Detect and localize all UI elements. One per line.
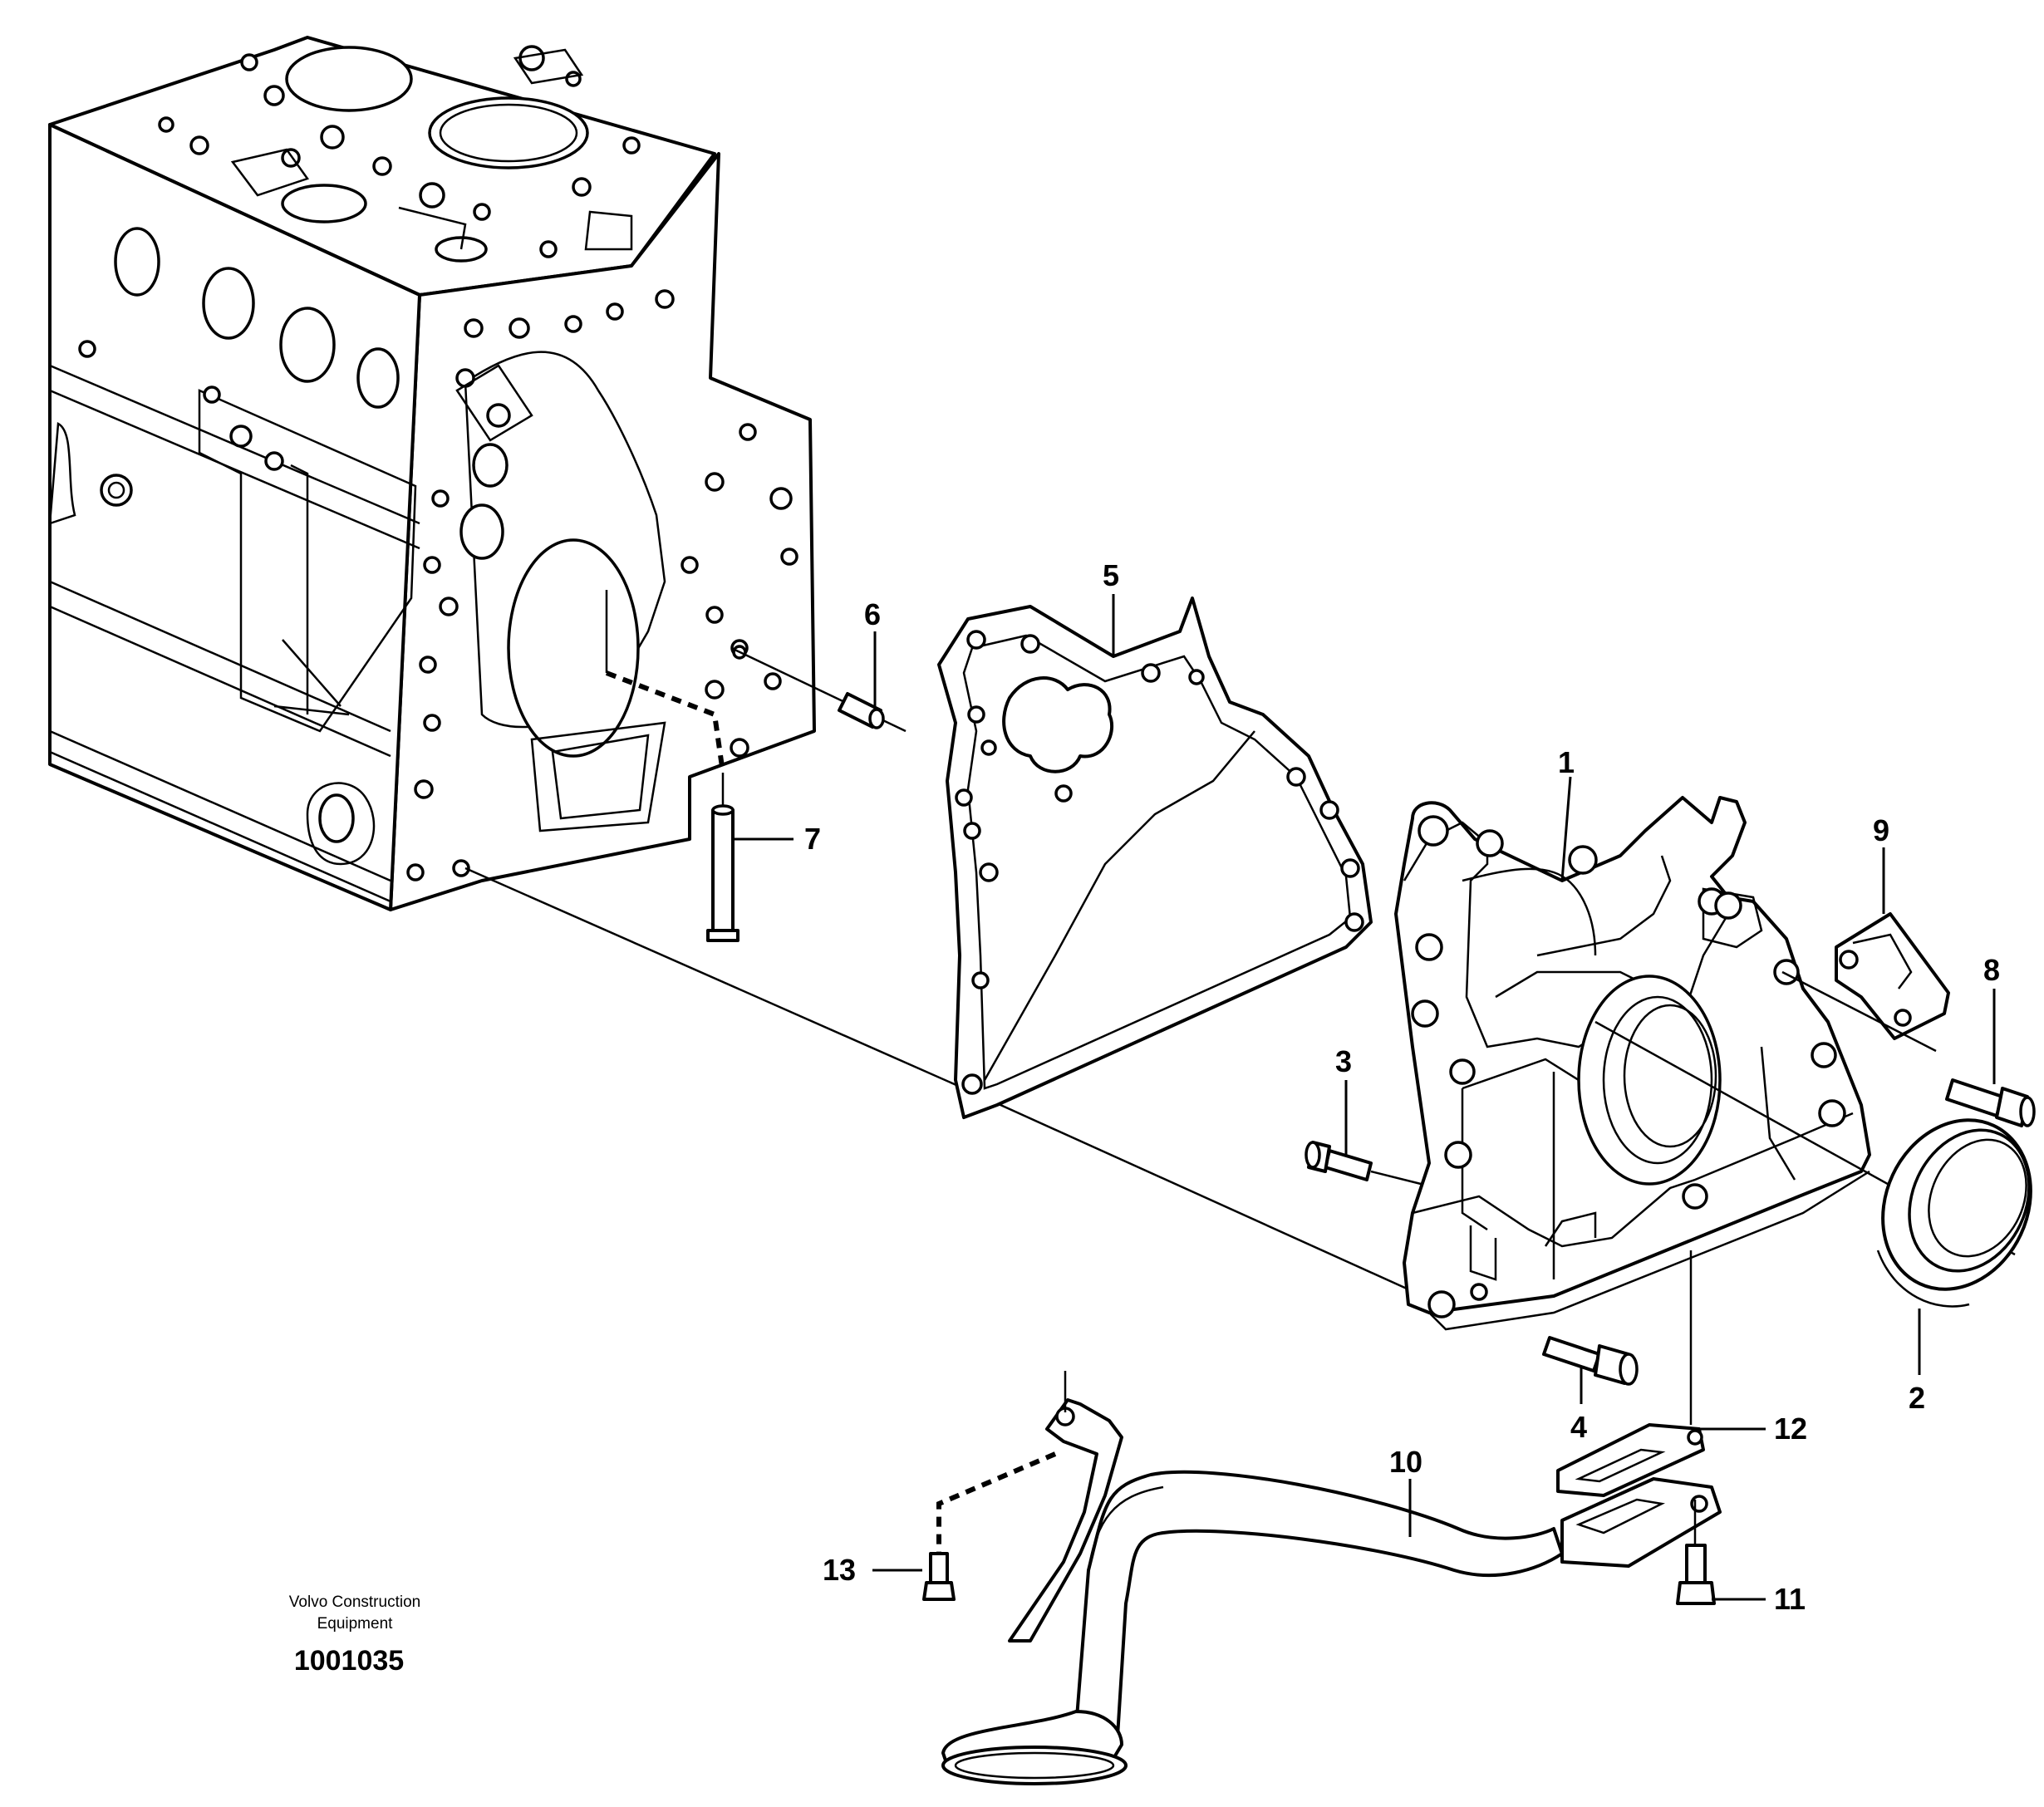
cylinder-bore	[285, 46, 413, 112]
callout-5: 5	[1103, 558, 1119, 592]
callouts: 1 2 3 4 5 6 7 8 9 10 11 12 13	[731, 558, 2000, 1616]
callout-6: 6	[864, 597, 881, 631]
engine-block	[48, 36, 816, 911]
flange-screw	[1945, 1078, 2036, 1127]
cylinder-bore	[428, 96, 589, 169]
screw-short	[1305, 1141, 1422, 1186]
document-number: 1001035	[294, 1645, 404, 1677]
callout-3: 3	[1335, 1044, 1352, 1078]
callout-11: 11	[1774, 1582, 1806, 1616]
bracket-screw	[922, 1552, 956, 1601]
assembly-line	[464, 867, 965, 1090]
timing-cover	[1394, 796, 1871, 1331]
caption-line-2: Equipment	[317, 1615, 394, 1633]
callout-13: 13	[823, 1553, 856, 1587]
callout-2: 2	[1909, 1381, 1925, 1415]
publisher-caption: Volvo Construction Equipment 1001035	[289, 1593, 420, 1677]
callout-8: 8	[1983, 953, 2000, 987]
callout-1: 1	[1558, 745, 1575, 779]
screw-long	[1542, 1336, 1639, 1386]
hidden-line	[936, 1451, 1057, 1562]
crankshaft-bore	[507, 538, 640, 758]
callout-4: 4	[1570, 1410, 1587, 1444]
gasket	[937, 597, 1373, 1119]
bracket-plate	[1835, 912, 1950, 1040]
hidden-line	[605, 670, 725, 773]
seal-bore	[1577, 975, 1722, 1186]
caption-line-1: Volvo Construction	[289, 1593, 420, 1611]
callout-12: 12	[1774, 1412, 1807, 1446]
oil-suction-pipe	[941, 1398, 1722, 1785]
flange-bolt	[1676, 1544, 1716, 1605]
callout-10: 10	[1389, 1445, 1422, 1479]
locating-pin	[706, 773, 739, 942]
dowel-pin	[730, 646, 907, 733]
callout-7: 7	[804, 822, 821, 856]
pickup-gasket	[1556, 1423, 1705, 1497]
callout-9: 9	[1873, 813, 1889, 847]
crankshaft-seal	[1876, 1118, 2032, 1308]
